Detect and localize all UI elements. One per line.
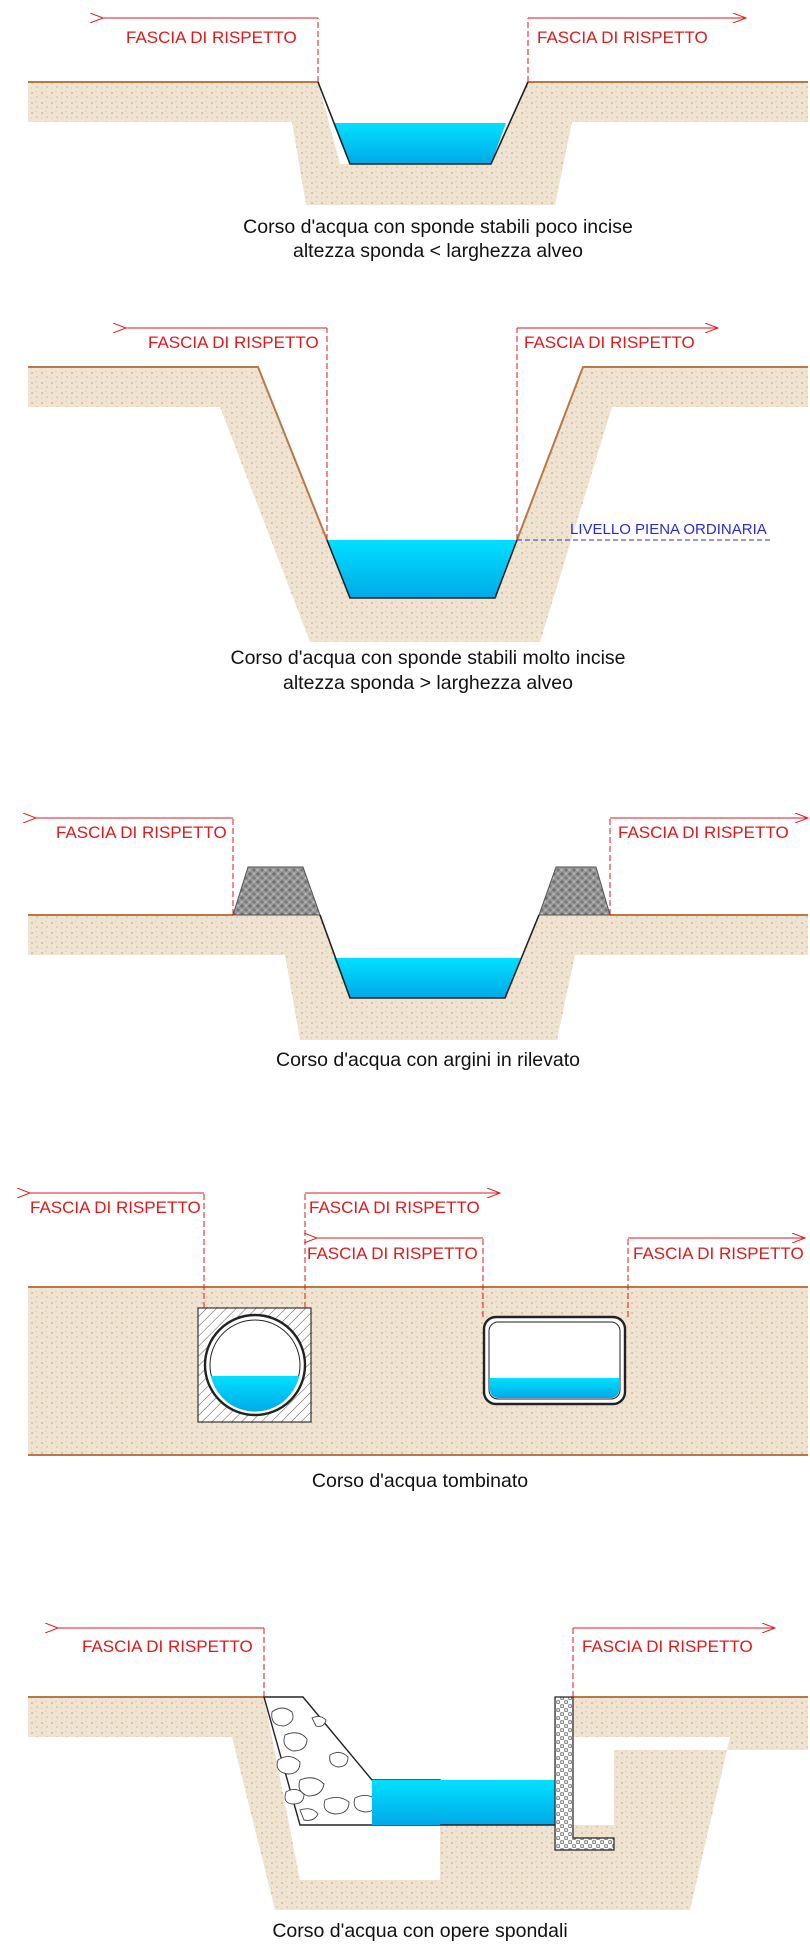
fascia-left: FASCIA DI RISPETTO	[36, 818, 234, 915]
fascia-label: FASCIA DI RISPETTO	[633, 1244, 804, 1263]
fascia-label: FASCIA DI RISPETTO	[126, 28, 297, 47]
caption-line-1: Corso d'acqua con sponde stabili molto i…	[230, 647, 625, 669]
water-body	[327, 540, 517, 598]
channel-bed	[319, 914, 540, 999]
fascia-right: FASCIA DI RISPETTO	[609, 818, 808, 915]
fascia-mid-right: FASCIA DI RISPETTO	[627, 1238, 805, 1317]
caption: Corso d'acqua con argini in rilevato	[276, 1049, 580, 1071]
section-1: FASCIA DI RISPETTO FASCIA DI RISPETTO Co…	[28, 18, 808, 262]
fascia-label: FASCIA DI RISPETTO	[30, 1198, 201, 1217]
fascia-mid-left: FASCIA DI RISPETTO	[307, 1238, 484, 1317]
fascia-label: FASCIA DI RISPETTO	[618, 823, 789, 842]
water-body	[490, 1378, 619, 1398]
gravel-embankment-icon	[538, 866, 611, 916]
fascia-label: FASCIA DI RISPETTO	[307, 1244, 478, 1263]
section-4: FASCIA DI RISPETTO FASCIA DI RISPETTO FA…	[28, 1193, 808, 1492]
fascia-label: FASCIA DI RISPETTO	[56, 823, 227, 842]
ground-body	[28, 915, 808, 1040]
fascia-top-mid: FASCIA DI RISPETTO	[304, 1193, 500, 1308]
fascia-right: FASCIA DI RISPETTO	[516, 328, 718, 540]
gravel-embankment-icon	[232, 866, 321, 916]
caption: Corso d'acqua con opere spondali	[272, 1920, 567, 1942]
ground-body	[28, 1697, 808, 1910]
ground-body	[28, 367, 808, 642]
box-culvert-icon	[482, 1315, 627, 1406]
ground-body	[28, 1287, 808, 1455]
ground-body-right	[573, 1697, 808, 1737]
ground-surface-line	[28, 366, 808, 541]
water-body	[334, 123, 506, 164]
section-2: LIVELLO PIENA ORDINARIA FASCIA DI RISPET…	[28, 328, 808, 694]
fascia-left: FASCIA DI RISPETTO	[58, 1628, 265, 1697]
channel-bed	[317, 81, 529, 165]
fascia-label: FASCIA DI RISPETTO	[309, 1198, 480, 1217]
channel-bed	[326, 539, 518, 599]
fascia-right: FASCIA DI RISPETTO	[572, 1628, 775, 1697]
water-body	[372, 1780, 573, 1825]
ground-surface-line	[28, 1286, 808, 1456]
section-3: FASCIA DI RISPETTO FASCIA DI RISPETTO Co…	[28, 818, 808, 1071]
water-body	[211, 1376, 299, 1412]
ordinary-flood-level-label: LIVELLO PIENA ORDINARIA	[570, 521, 767, 538]
fascia-label: FASCIA DI RISPETTO	[82, 1637, 253, 1656]
fascia-label: FASCIA DI RISPETTO	[524, 333, 695, 352]
fascia-left: FASCIA DI RISPETTO	[103, 18, 319, 82]
fascia-label: FASCIA DI RISPETTO	[582, 1637, 753, 1656]
caption-line-2: altezza sponda > larghezza alveo	[283, 672, 573, 694]
ground-body	[28, 82, 808, 205]
fascia-label: FASCIA DI RISPETTO	[148, 333, 319, 352]
caption-line-2: altezza sponda < larghezza alveo	[293, 240, 583, 262]
water-body	[334, 958, 522, 998]
section-5: FASCIA DI RISPETTO FASCIA DI RISPETTO Co…	[28, 1628, 808, 1942]
caption: Corso d'acqua tombinato	[312, 1470, 528, 1492]
fascia-label: FASCIA DI RISPETTO	[537, 28, 708, 47]
fascia-top-left: FASCIA DI RISPETTO	[30, 1193, 205, 1308]
fascia-left: FASCIA DI RISPETTO	[126, 328, 328, 540]
pipe-culvert-icon	[197, 1307, 312, 1423]
fascia-right: FASCIA DI RISPETTO	[527, 18, 746, 82]
caption-line-1: Corso d'acqua con sponde stabili poco in…	[243, 216, 633, 238]
